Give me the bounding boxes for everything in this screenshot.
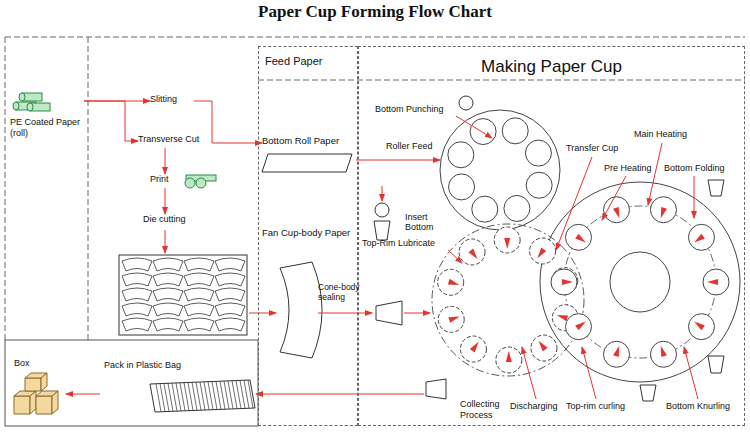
punch-icon	[459, 96, 473, 110]
process-step: Pack in Plastic Bag	[100, 358, 256, 414]
bag-stack-lines	[156, 380, 253, 412]
station-label: Discharging	[510, 401, 558, 411]
region-heading: Feed Paper	[265, 55, 351, 68]
station-label: Bottom Folding	[664, 163, 725, 173]
step-text: Collecting Process	[460, 399, 506, 420]
flow-arrow	[84, 101, 138, 141]
region-box: Feed PaperBottom Roll PaperFan Cup-body …	[258, 46, 358, 426]
flow-arrow	[256, 394, 424, 395]
station-label: Insert Bottom	[405, 212, 441, 233]
box-icon	[14, 373, 58, 414]
bottom-wheel	[440, 110, 560, 230]
step-text: PE Coated Paper (roll)	[10, 117, 84, 138]
flow-arrow	[404, 313, 430, 314]
cup-icon	[708, 180, 724, 196]
station-label: Bottom Knurling	[666, 401, 730, 411]
station-circles	[438, 118, 729, 373]
feed-item: Fan Cup-body Paper	[262, 228, 356, 242]
region-heading: Making Paper Cup	[359, 57, 744, 77]
turret-hub	[610, 252, 670, 312]
cup-icon	[708, 356, 724, 373]
region-box: Making Paper CupCollecting Process	[358, 46, 745, 426]
step-text: Print	[150, 174, 180, 184]
feed-item: Bottom Roll Paper	[262, 136, 356, 150]
fan-blank-grid	[122, 258, 245, 331]
packing-frame	[5, 340, 258, 426]
printer-icon	[185, 175, 216, 188]
process-step: Box	[10, 358, 66, 414]
forming-turret	[540, 182, 740, 382]
flow-arrow	[356, 160, 440, 161]
step-text: Die cutting	[143, 214, 201, 224]
cup-icon	[426, 379, 446, 399]
flow-arrow	[318, 313, 372, 314]
fan-body-icon	[280, 262, 322, 358]
chart-title: Paper Cup Forming Flow Chart	[0, 2, 750, 22]
station-label: Bottom Punching	[375, 104, 444, 114]
process-step: Print	[150, 174, 180, 188]
flow-arrow	[66, 394, 100, 395]
cone-icon	[376, 301, 402, 325]
station-label: Top-Rim Lubricate	[362, 238, 435, 248]
cup-icon	[640, 385, 656, 401]
process-step: Slitting	[150, 94, 194, 108]
cup-icon	[374, 221, 390, 240]
step-text: Bottom Roll Paper	[262, 136, 356, 147]
step-text: Fan Cup-body Paper	[262, 228, 356, 239]
leader-lines	[448, 116, 698, 399]
flow-arrow	[382, 186, 383, 201]
process-step: Die cutting	[143, 214, 201, 228]
turret-orbit	[564, 206, 716, 358]
bottom-roll-strip	[262, 154, 352, 172]
main-turret	[432, 224, 584, 376]
step-text: Box	[14, 358, 62, 368]
paper-roll-icon	[13, 93, 50, 111]
process-step: Transverse Cut	[138, 134, 206, 148]
flow-arrow	[165, 230, 166, 253]
heading-line	[258, 80, 745, 81]
station-label: Main Heating	[634, 129, 687, 139]
flow-arrow	[165, 148, 166, 174]
step-text: Pack in Plastic Bag	[104, 360, 252, 370]
step-text: Slitting	[150, 94, 194, 104]
station-label: Roller Feed	[386, 141, 433, 151]
process-step: Collecting Process	[424, 376, 506, 420]
process-step: PE Coated Paper (roll)	[10, 90, 84, 138]
frame-lines	[5, 37, 745, 340]
bottom-disc-icon	[375, 203, 389, 217]
die-cut-sheet	[119, 255, 247, 335]
flow-arrow	[165, 188, 166, 214]
flow-arrow	[194, 101, 262, 143]
station-label: Cone-body sealing	[318, 283, 362, 303]
flow-arrow	[249, 313, 276, 314]
station-label: Pre Heating	[604, 163, 652, 173]
station-label: Top-rim curling	[566, 401, 625, 411]
station-label: Transfer Cup	[566, 143, 618, 153]
step-text: Transverse Cut	[138, 134, 206, 144]
bag-stack	[150, 380, 255, 412]
